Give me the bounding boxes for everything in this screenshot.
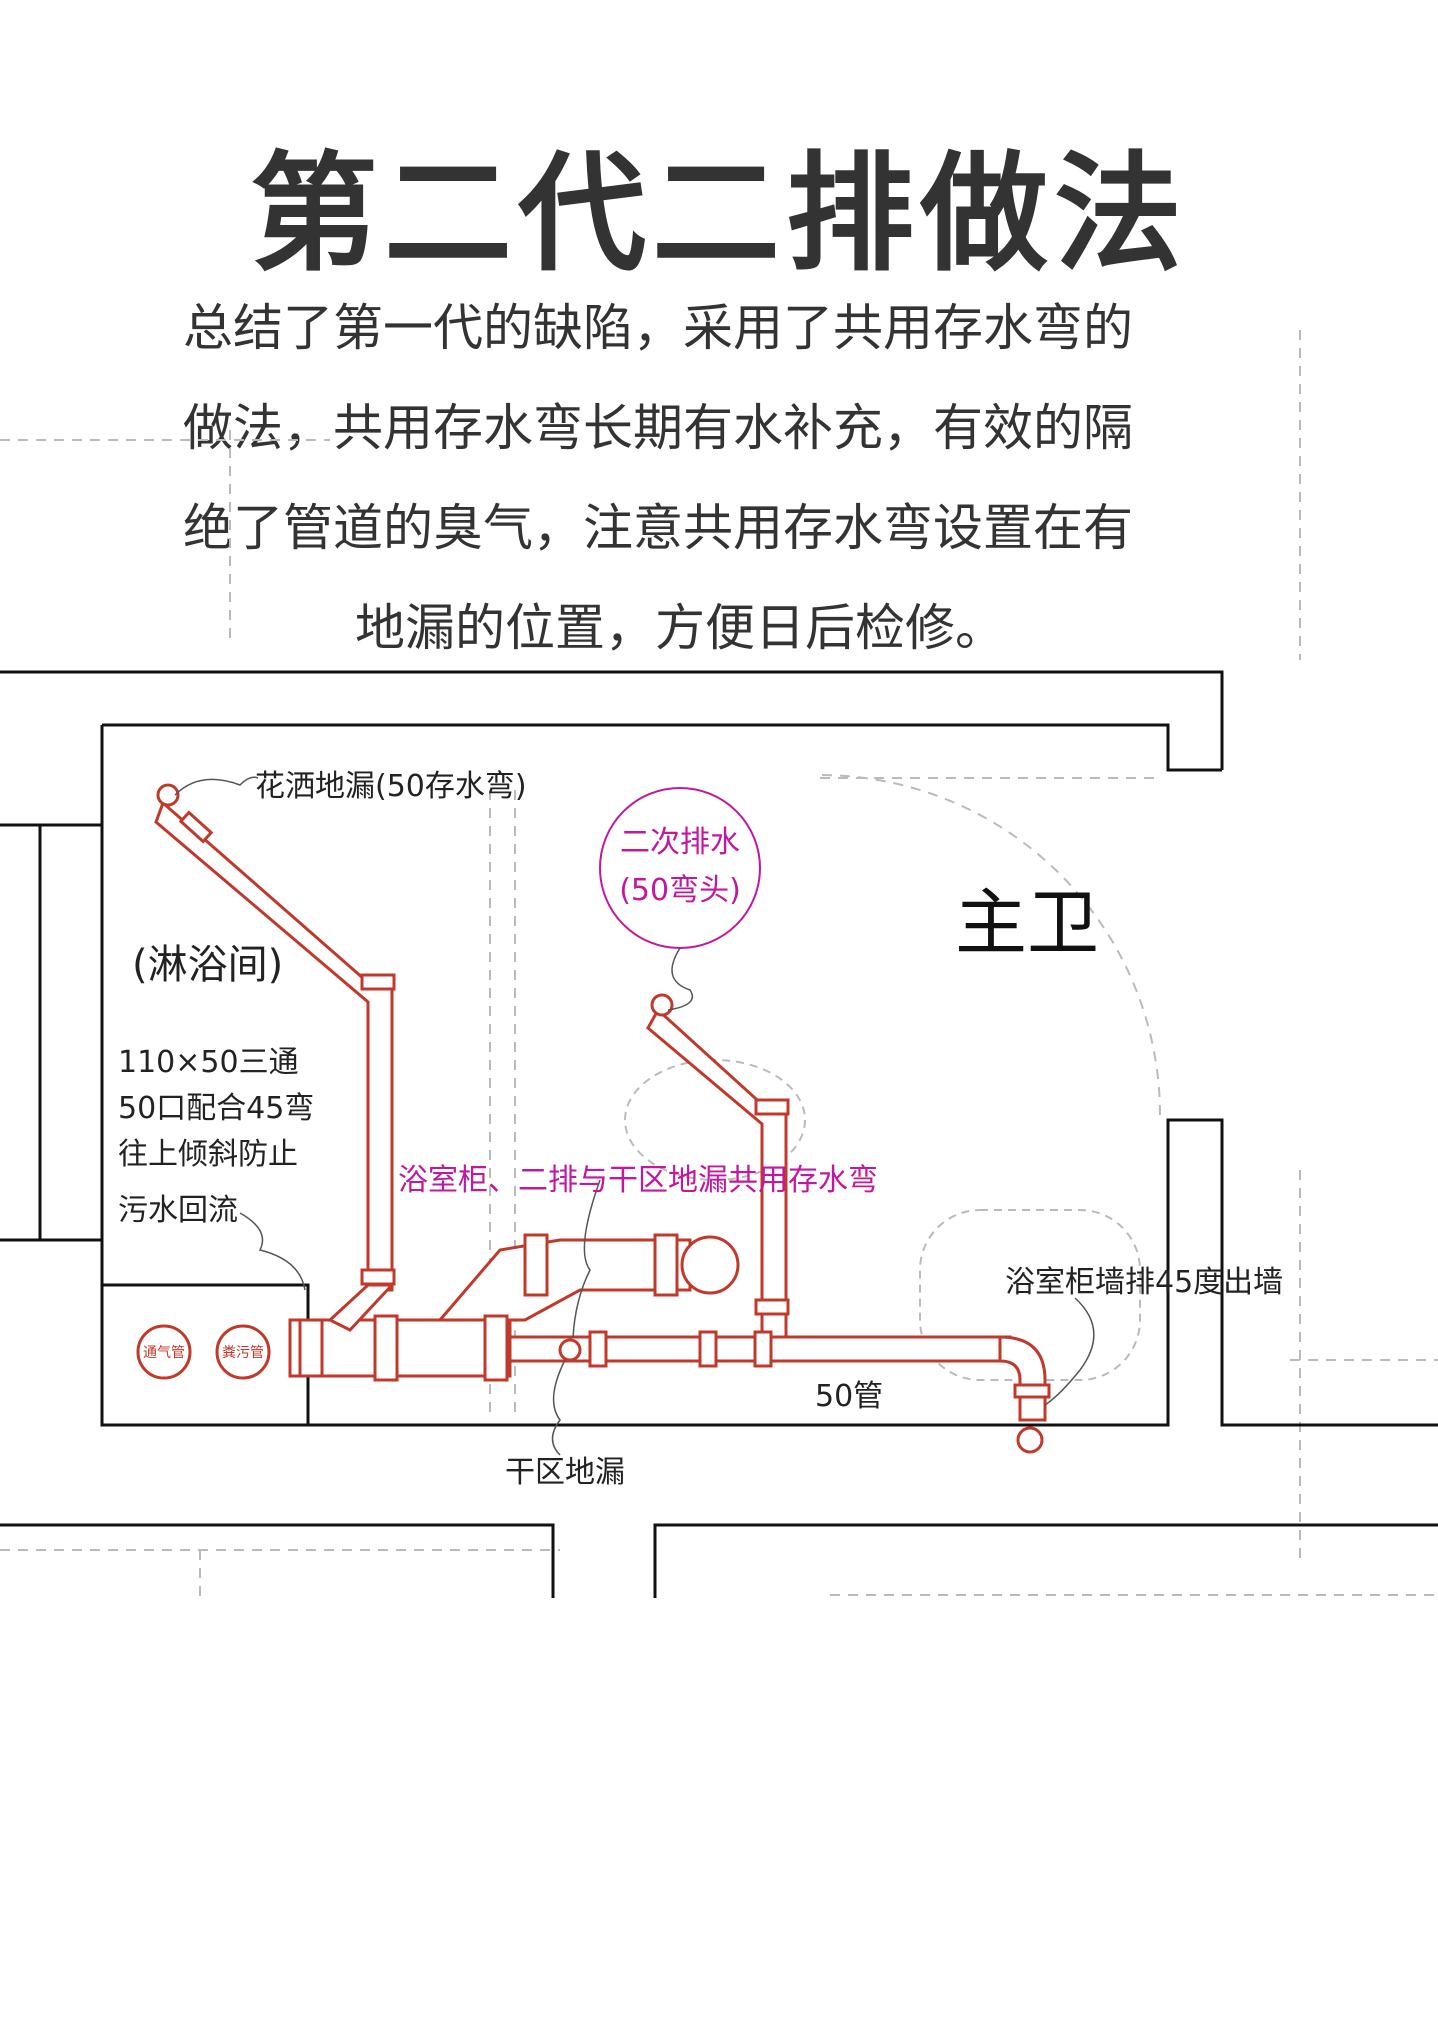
door-swing-arc bbox=[821, 774, 1161, 1116]
pipe-50 bbox=[508, 1335, 1012, 1363]
secondary-drain-label-2: (50弯头) bbox=[619, 873, 741, 908]
dry-drain-label: 干区地漏 bbox=[505, 1455, 625, 1490]
shared-trap-label: 浴室柜、二排与干区地漏共用存水弯 bbox=[398, 1163, 878, 1198]
secondary-drain-pipe bbox=[646, 1007, 788, 1342]
tee-connector-pipe bbox=[327, 1283, 396, 1332]
sewage-pipe-circle bbox=[215, 1324, 271, 1380]
page-title: 第二代二排做法 bbox=[249, 140, 1188, 289]
description-line-4: 地漏的位置，方便日后检修。 bbox=[355, 599, 1005, 657]
pipes bbox=[154, 800, 1047, 1422]
description-line-1: 总结了第一代的缺陷，采用了共用存水弯的 bbox=[183, 299, 1133, 357]
shower-room-label: (淋浴间) bbox=[132, 942, 283, 988]
riser-pipes bbox=[136, 1324, 271, 1380]
description-line-2: 做法，共用存水弯长期有水补充，有效的隔 bbox=[183, 399, 1133, 457]
fixture-outlines bbox=[624, 1059, 1141, 1381]
tee-note-line-4: 污水回流 bbox=[118, 1193, 238, 1228]
description-line-3: 绝了管道的臭气，注意共用存水弯设置在有 bbox=[183, 499, 1133, 557]
secondary-drain-label-1: 二次排水 bbox=[620, 825, 740, 860]
shower-drain-pipe bbox=[154, 800, 394, 1292]
pipe-ends bbox=[156, 783, 1044, 1454]
walls bbox=[0, 670, 1438, 1598]
main-pipe-110 bbox=[288, 1318, 512, 1378]
leader-lines bbox=[174, 776, 1095, 1456]
tee-note-line-3: 往上倾斜防止 bbox=[118, 1137, 298, 1172]
secondary-drain-callout-circle bbox=[599, 787, 761, 949]
pipe-joints bbox=[178, 810, 1051, 1399]
cabinet-elbow-pipe bbox=[998, 1335, 1047, 1422]
master-bath-label: 主卫 bbox=[955, 881, 1099, 965]
tee-note-line-2: 50口配合45弯 bbox=[118, 1091, 314, 1126]
vent-pipe-label: 通气管 bbox=[143, 1345, 185, 1361]
pipe-50-label: 50管 bbox=[815, 1379, 883, 1414]
tee-note-line-1: 110×50三通 bbox=[118, 1045, 299, 1080]
shower-drain-label: 花洒地漏(50存水弯) bbox=[255, 769, 527, 804]
secondary-drain-leader bbox=[667, 947, 694, 1011]
vent-pipe-circle bbox=[136, 1324, 192, 1380]
cabinet-wall-label: 浴室柜墙排45度出墙 bbox=[1005, 1265, 1283, 1300]
y-branch-pipe bbox=[436, 1238, 692, 1322]
sewage-pipe-label: 粪污管 bbox=[222, 1345, 264, 1361]
